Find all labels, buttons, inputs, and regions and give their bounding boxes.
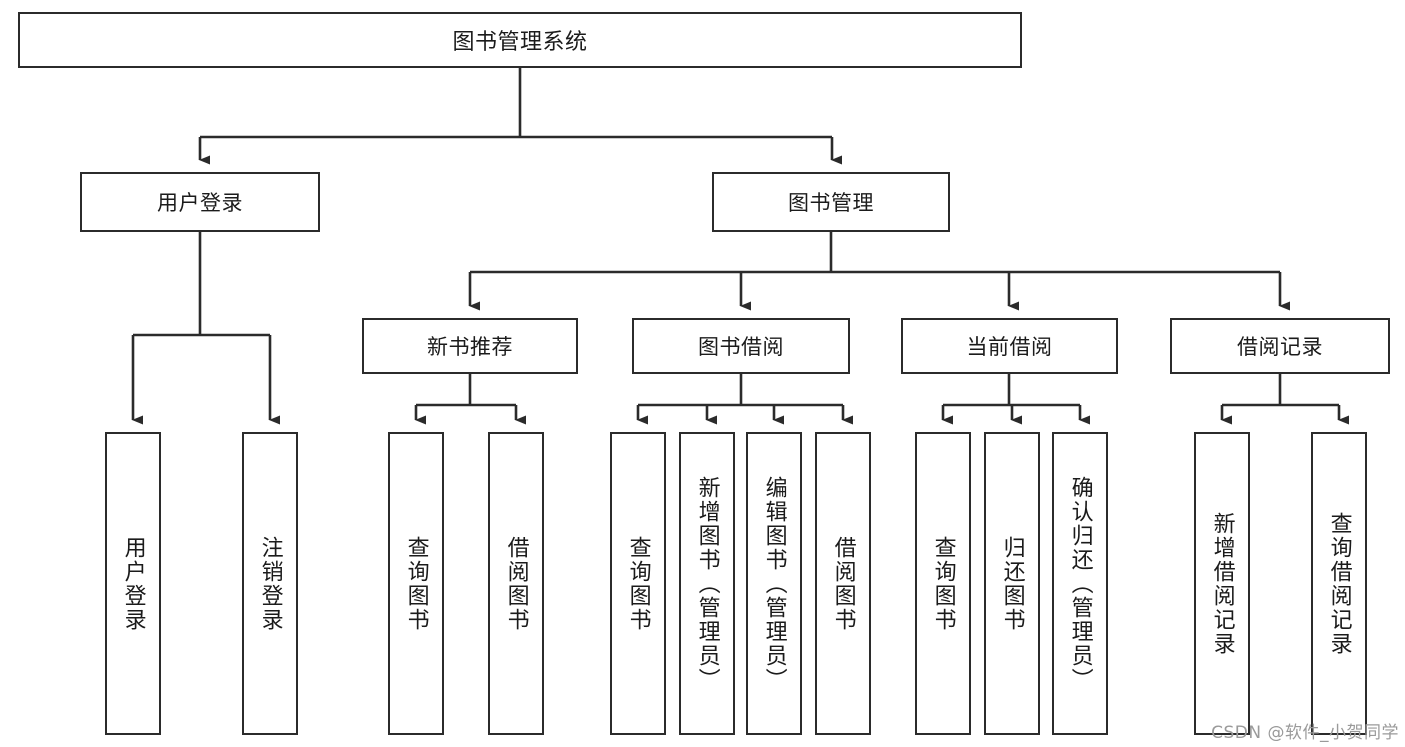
node-new-book-recommend-label: 新书推荐 (427, 335, 513, 359)
leaf-confirm-return[interactable]: 确认归还（管理员） (1052, 432, 1108, 735)
leaf-borrow-book[interactable]: 借阅图书 (815, 432, 871, 735)
node-book-borrow-label: 图书借阅 (698, 335, 784, 359)
leaf-add-record-label: 新增借阅记录 (1209, 511, 1235, 656)
leaf-query-book-rec[interactable]: 查询图书 (388, 432, 444, 735)
node-current-borrow[interactable]: 当前借阅 (901, 318, 1118, 374)
node-book-borrow[interactable]: 图书借阅 (632, 318, 850, 374)
leaf-borrow-book-rec[interactable]: 借阅图书 (488, 432, 544, 735)
watermark-text: CSDN @软件_小贺同学 (1211, 723, 1399, 743)
leaf-add-record[interactable]: 新增借阅记录 (1194, 432, 1250, 735)
node-book-manage-label: 图书管理 (788, 191, 874, 215)
leaf-borrow-book-rec-label: 借阅图书 (503, 535, 529, 632)
leaf-logout[interactable]: 注销登录 (242, 432, 298, 735)
leaf-query-record-label: 查询借阅记录 (1326, 511, 1352, 656)
leaf-query-book-cur-label: 查询图书 (930, 535, 956, 632)
node-root[interactable]: 图书管理系统 (18, 12, 1022, 68)
leaf-query-book-borrow[interactable]: 查询图书 (610, 432, 666, 735)
leaf-user-login-label: 用户登录 (120, 535, 146, 632)
node-book-manage[interactable]: 图书管理 (712, 172, 950, 232)
leaf-query-record[interactable]: 查询借阅记录 (1311, 432, 1367, 735)
leaf-add-book-label: 新增图书（管理员） (694, 475, 720, 692)
leaf-edit-book[interactable]: 编辑图书（管理员） (746, 432, 802, 735)
leaf-logout-label: 注销登录 (257, 535, 283, 632)
node-user-login[interactable]: 用户登录 (80, 172, 320, 232)
leaf-user-login[interactable]: 用户登录 (105, 432, 161, 735)
node-borrow-record-label: 借阅记录 (1237, 335, 1323, 359)
leaf-return-book[interactable]: 归还图书 (984, 432, 1040, 735)
node-borrow-record[interactable]: 借阅记录 (1170, 318, 1390, 374)
node-root-label: 图书管理系统 (452, 30, 588, 55)
node-new-book-recommend[interactable]: 新书推荐 (362, 318, 578, 374)
leaf-add-book[interactable]: 新增图书（管理员） (679, 432, 735, 735)
leaf-edit-book-label: 编辑图书（管理员） (761, 475, 787, 692)
leaf-query-book-borrow-label: 查询图书 (625, 535, 651, 632)
leaf-return-book-label: 归还图书 (999, 535, 1025, 632)
node-current-borrow-label: 当前借阅 (966, 335, 1053, 359)
node-user-login-label: 用户登录 (157, 191, 243, 215)
leaf-query-book-cur[interactable]: 查询图书 (915, 432, 971, 735)
leaf-query-book-rec-label: 查询图书 (403, 535, 429, 632)
leaf-confirm-return-label: 确认归还（管理员） (1067, 475, 1093, 692)
leaf-borrow-book-label: 借阅图书 (830, 535, 856, 632)
